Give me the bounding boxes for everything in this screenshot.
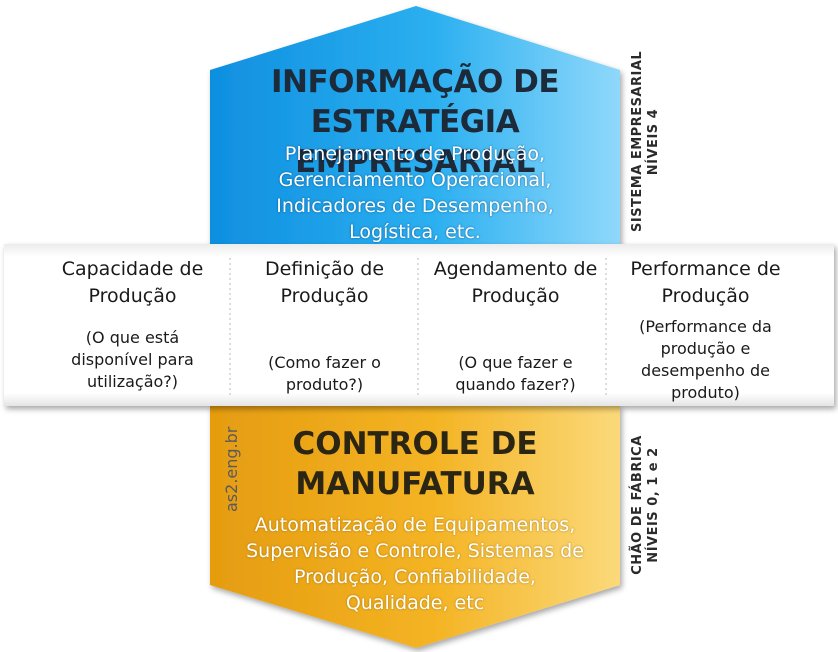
column-desc-line1: (O que fazer e — [458, 353, 573, 372]
side-label-bottom-line2: NÍVEIS 0, 1 e 2 — [646, 447, 661, 563]
column-title: Definição de Produção — [222, 256, 427, 318]
top-desc-line3: Indicadores de Desempenho, — [276, 195, 554, 217]
column-title-line1: Definição de — [264, 258, 385, 280]
column-title-line2: Produção — [280, 285, 369, 307]
column-definicao: Definição de Produção (Como fazer o prod… — [222, 256, 427, 404]
column-desc-line1: (O que está — [85, 328, 180, 347]
column-desc-line4: produto) — [671, 383, 740, 402]
side-label-bottom: CHÃO DE FÁBRICA NÍVEIS 0, 1 e 2 — [630, 430, 662, 580]
column-desc-line2: produção e — [660, 339, 751, 358]
column-desc-line3: utilização?) — [86, 372, 179, 391]
column-desc-line2: disponível para — [71, 350, 194, 369]
column-description: (O que fazer e quando fazer?) — [455, 352, 575, 396]
column-title: Capacidade de Produção — [30, 256, 235, 318]
top-desc-line2: Gerenciamento Operacional, — [278, 169, 552, 191]
top-desc-line4: Logística, etc. — [349, 221, 481, 243]
column-title-line2: Produção — [88, 285, 177, 307]
bottom-desc-line2: Supervisão e Controle, Sistemas de — [246, 540, 584, 562]
top-title-line2: ESTRATÉGIA EMPRESARIAL — [295, 104, 535, 180]
top-title-line1: INFORMAÇÃO DE — [270, 64, 560, 100]
column-agendamento: Agendamento de Produção (O que fazer e q… — [413, 256, 618, 404]
bottom-title-line2: MANUFATURA — [295, 466, 535, 502]
column-desc-line2: produto?) — [285, 375, 364, 394]
bottom-desc-line4: Qualidade, etc — [345, 592, 485, 614]
column-desc-line3: desempenho de — [641, 361, 770, 380]
top-hexagon-shape — [210, 6, 620, 245]
side-label-bottom-line1: CHÃO DE FÁBRICA — [630, 435, 645, 575]
bottom-hexagon-shape — [210, 405, 620, 648]
column-title-line1: Agendamento de — [433, 258, 598, 280]
bottom-block-title: CONTROLE DE MANUFATURA — [215, 424, 615, 504]
middle-band — [4, 244, 834, 406]
bottom-desc-line1: Automatização de Equipamentos, — [254, 514, 576, 536]
column-title: Performance de Produção — [603, 256, 808, 318]
bottom-desc-line3: Produção, Confiabilidade, — [294, 566, 536, 588]
column-title-line2: Produção — [471, 285, 560, 307]
column-title-line1: Capacidade de — [61, 258, 204, 280]
column-performance: Performance de Produção (Performance da … — [603, 256, 808, 404]
side-label-top-line1: SISTEMA EMPRESARIAL — [630, 50, 645, 232]
side-label-top-line2: NÍVEIS 4 — [646, 108, 661, 176]
column-title-line2: Produção — [661, 285, 750, 307]
bottom-block-description: Automatização de Equipamentos, Supervisã… — [215, 512, 615, 616]
column-desc-line1: (Performance da — [639, 317, 772, 336]
column-description: (O que está disponível para utilização?) — [71, 327, 194, 393]
column-description: (Como fazer o produto?) — [268, 352, 381, 396]
column-capacidade: Capacidade de Produção (O que está dispo… — [30, 256, 235, 404]
column-desc-line1: (Como fazer o — [268, 353, 381, 372]
column-desc-line2: quando fazer?) — [455, 375, 576, 394]
bottom-title-line1: CONTROLE DE — [292, 426, 538, 462]
top-block-description: Planejamento de Produção, Gerenciamento … — [215, 141, 615, 245]
side-label-top: SISTEMA EMPRESARIAL NÍVEIS 4 — [630, 50, 662, 232]
top-block-title: INFORMAÇÃO DE ESTRATÉGIA EMPRESARIAL — [205, 62, 625, 182]
watermark-text: as2.eng.br — [222, 426, 241, 512]
top-desc-line1: Planejamento de Produção, — [284, 143, 546, 165]
column-title: Agendamento de Produção — [413, 256, 618, 318]
column-description: (Performance da produção e desempenho de… — [639, 316, 772, 404]
column-title-line1: Performance de — [630, 258, 781, 280]
